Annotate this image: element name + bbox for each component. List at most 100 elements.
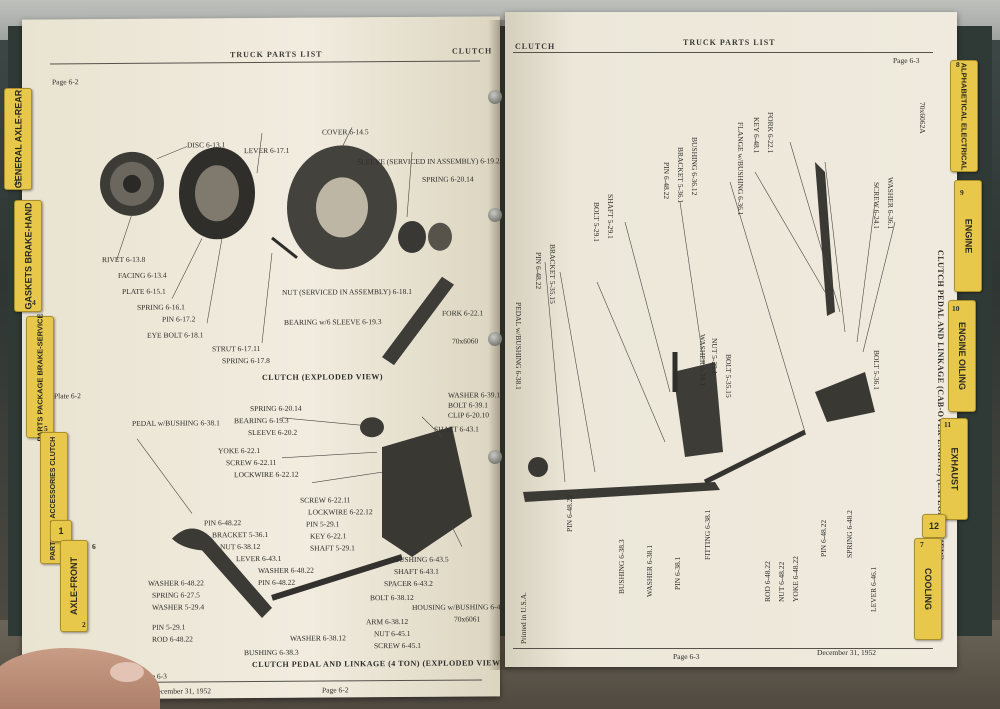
left-header-section: CLUTCH (452, 46, 493, 56)
pedal-part (172, 528, 272, 618)
label-washer-l1: WASHER 6-48.22 (258, 565, 314, 576)
label-spring-l1: SPRING 6-20.14 (250, 403, 302, 414)
rlabel-bushing-1: BUSHING 6-36.12 (690, 137, 699, 196)
right-footer-date: December 31, 1952 (817, 648, 876, 657)
left-footer-date: December 31, 1952 (152, 686, 211, 696)
rlabel-washer-3: WASHER 6-38.1 (645, 544, 654, 597)
rlabel-nut: NUT 5-29.1 (710, 338, 719, 375)
label-shaft-r1: SHAFT 6-43.1 (434, 424, 479, 434)
pedal-pad-part (528, 457, 548, 477)
label-screw-r: SCREW 6-45.1 (374, 640, 421, 651)
cover-part (287, 145, 397, 270)
bearing-lower-part (360, 417, 384, 438)
label-rivet: RIVET 6-13.8 (102, 254, 146, 265)
rlabel-nut-2: NUT 6-48.22 (777, 561, 786, 602)
left-page: TRUCK PARTS LIST CLUTCH Page 6-2 (22, 16, 500, 700)
right-header-rule (513, 52, 933, 53)
label-pin-r: PIN 5-29.1 (306, 519, 340, 529)
rlabel-flange: FLANGE w/BUSHING 6-36.1 (736, 122, 745, 216)
label-washer-l2: WASHER 6-48.22 (148, 578, 204, 588)
label-pin: PIN 6-17.2 (162, 314, 196, 324)
tab-number-8: 8 (956, 60, 960, 69)
binder-ring-bottom (488, 450, 502, 464)
label-lockwire-l1: LOCKWIRE 6-22.12 (234, 469, 299, 480)
label-yoke: YOKE 6-22.1 (218, 446, 261, 456)
left-footer-rule (132, 679, 482, 683)
right-page-label: Page 6-3 (893, 56, 920, 65)
label-spring-lower: SPRING 6-17.8 (222, 355, 270, 366)
disc-part (100, 151, 164, 216)
tab-engine-oiling[interactable]: ENGINE OILING (948, 300, 976, 412)
label-eye-bolt: EYE BOLT 6-18.1 (147, 330, 204, 340)
rlabel-pin-3: PIN 6-48.22 (565, 494, 574, 532)
label-lockwire-l2: LOCKWIRE 6-22.12 (308, 507, 373, 517)
rlabel-bolt-1: BOLT 5-29.1 (592, 202, 601, 243)
rlabel-bracket-1: BRACKET 5-35.15 (548, 244, 557, 304)
tab-cooling[interactable]: COOLING (914, 538, 942, 640)
upper-caption: CLUTCH (EXPLODED VIEW) (262, 372, 384, 382)
label-spring-l2: SPRING 6-27.5 (152, 590, 200, 600)
label-rod-l: ROD 6-48.22 (152, 634, 193, 644)
rlabel-rod: ROD 6-48.22 (763, 561, 772, 602)
pressure-plate-part (179, 147, 255, 240)
binder-ring-top (488, 90, 502, 104)
rlabel-spring: SPRING 6-48.2 (845, 510, 854, 558)
right-print-note: Printed in U.S.A. (519, 592, 528, 644)
right-header-section: CLUTCH (515, 42, 556, 51)
shaft-part (271, 554, 403, 601)
label-bearing-l: BEARING 6-19.3 (234, 415, 289, 426)
rlabel-lever: LEVER 6-46.1 (869, 566, 878, 612)
label-clip-r: CLIP 6-20.10 (448, 410, 489, 420)
left-footer-page: Page 6-2 (322, 685, 349, 695)
label-screw-l1: SCREW 6-22.11 (226, 457, 277, 468)
label-bushing-r: BUSHING 6-43.5 (394, 554, 449, 565)
label-disc: DISC 6-13.1 (187, 140, 226, 150)
rlabel-pin-2: PIN 6-48.22 (662, 162, 671, 200)
label-sleeve-l: SLEEVE 6-20.2 (248, 427, 298, 438)
label-pin-l2: PIN 6-48.22 (258, 577, 296, 588)
label-shaft-r3: SHAFT 6-43.1 (394, 566, 439, 577)
label-key-r: KEY 6-22.1 (310, 531, 347, 541)
binder-ring-middle (488, 208, 502, 222)
label-plate: PLATE 6-15.1 (122, 286, 166, 296)
label-strut: STRUT 6-17.11 (212, 344, 261, 354)
tab-1[interactable]: 1 (50, 520, 72, 542)
tab-axle-front[interactable]: AXLE-FRONT (60, 540, 88, 632)
left-header-rule (50, 60, 480, 65)
rlabel-bolt-2: BOLT 5-35.15 (724, 354, 733, 398)
rlabel-pedal: PEDAL w/BUSHING 6-38.1 (514, 302, 523, 390)
pedal-rod-part (523, 482, 720, 502)
left-header-title: TRUCK PARTS LIST (230, 49, 323, 60)
rlabel-bracket-2: BRACKET 5-36.1 (676, 147, 685, 204)
label-nut: NUT (SERVICED IN ASSEMBLY) 6-18.1 (282, 286, 412, 297)
left-page-label: Page 6-2 (52, 77, 79, 87)
tab-gaskets-brake-hand[interactable]: GASKETS BRAKE-HAND (14, 200, 42, 312)
right-header-title: TRUCK PARTS LIST (683, 38, 776, 47)
tab-12[interactable]: 12 (922, 514, 946, 538)
tab-general-axle-rear[interactable]: GENERAL AXLE-REAR (4, 88, 32, 190)
tab-parts-package-brake-service[interactable]: PARTS PACKAGE BRAKE-SERVICE (26, 313, 54, 441)
label-nut-l: NUT 6-38.12 (220, 542, 261, 552)
rlabel-fork: FORK 6-22.1 (766, 112, 775, 154)
tab-exhaust[interactable]: EXHAUST (940, 418, 968, 520)
right-leader-lines (544, 141, 896, 483)
clutch-exploded-drawing (100, 127, 454, 366)
rlabel-shaft: SHAFT 5-29.1 (606, 194, 615, 239)
lever-part (815, 372, 875, 422)
label-sleeve: SLEEVE (SERVICED IN ASSEMBLY) 6-19.2 (357, 156, 500, 167)
label-bolt-r1: BOLT 6-39.1 (448, 400, 489, 410)
label-bearing: BEARING w/6 SLEEVE 6-19.3 (284, 317, 382, 327)
tab-alphabetical-electrical[interactable]: ALPHABETICAL ELECTRICAL (950, 60, 978, 172)
lower-figure-number: 70x6061 (454, 614, 481, 624)
label-spacer-r: SPACER 6-43.2 (384, 578, 433, 589)
label-fork: FORK 6-22.1 (442, 308, 484, 318)
tab-number-9: 9 (960, 188, 964, 197)
lower-caption: CLUTCH PEDAL AND LINKAGE (4 TON) (EXPLOD… (252, 658, 500, 670)
label-washer-r2: WASHER 6-38.12 (290, 633, 346, 643)
upper-figure-number: 70x6060 (452, 336, 479, 346)
tab-number-11: 11 (944, 420, 952, 429)
tab-engine[interactable]: ENGINE (954, 180, 982, 292)
label-bushing-l: BUSHING 6-38.3 (244, 647, 299, 658)
rlabel-washer-1: WASHER 6-36.1 (886, 177, 895, 230)
